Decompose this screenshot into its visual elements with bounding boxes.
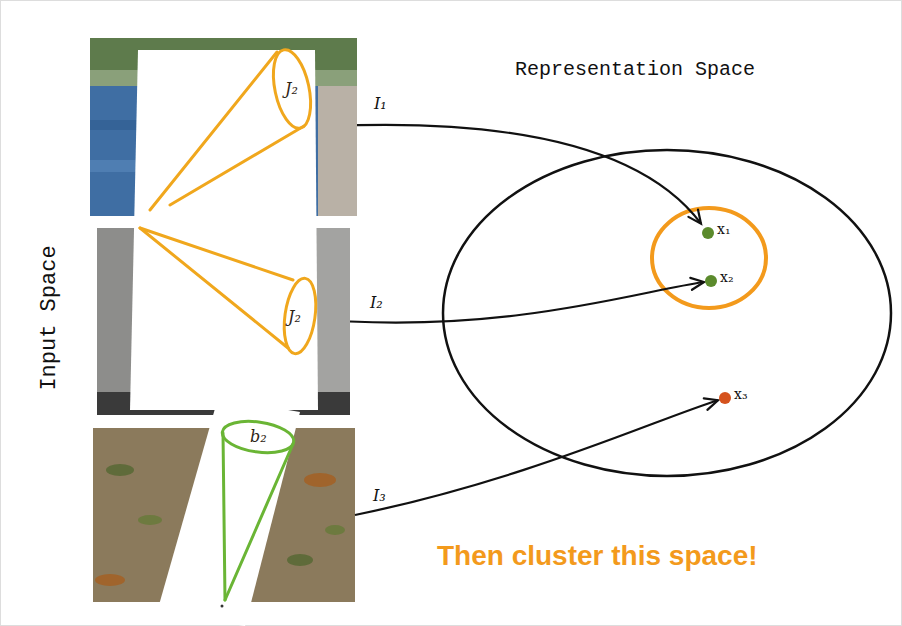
callout-note: Then cluster this space!	[437, 540, 758, 572]
input-image: J₂	[90, 38, 357, 216]
mapping-arrow	[357, 125, 701, 224]
cluster-ring	[652, 208, 766, 308]
point-dot	[705, 275, 717, 287]
space-outline	[440, 50, 894, 480]
embedding-point: x₂	[705, 269, 736, 289]
mapping-arrow	[350, 278, 704, 323]
cone-label: b₂	[250, 428, 267, 446]
point-label: x₂	[720, 269, 734, 285]
cone-label: J₂	[285, 80, 298, 98]
point-label: x₃	[734, 386, 748, 402]
mapping-arrow	[355, 398, 718, 515]
cone-label: J₂	[288, 308, 301, 326]
embedding-point: x₁	[702, 221, 733, 241]
view-cone	[220, 417, 295, 607]
point-dot	[719, 392, 731, 404]
point-label: x₁	[717, 221, 731, 237]
embedding-point: x₃	[719, 386, 750, 406]
image-label: I₁	[372, 95, 389, 113]
image-label: I₂	[368, 294, 385, 312]
image-label: I₃	[371, 487, 388, 505]
photo-leaves	[93, 428, 355, 602]
sketch-panel	[130, 50, 318, 410]
input-image: b₂	[93, 428, 355, 602]
representation-space: Representation Space x₁ x₂ x₃	[440, 50, 894, 480]
axis-title: Input Space	[37, 245, 63, 390]
sketch-panel	[157, 398, 300, 626]
input-image: J₂	[97, 228, 350, 415]
view-cone	[140, 46, 320, 355]
point-dot	[702, 227, 714, 239]
space-title: Representation Space	[515, 58, 755, 82]
